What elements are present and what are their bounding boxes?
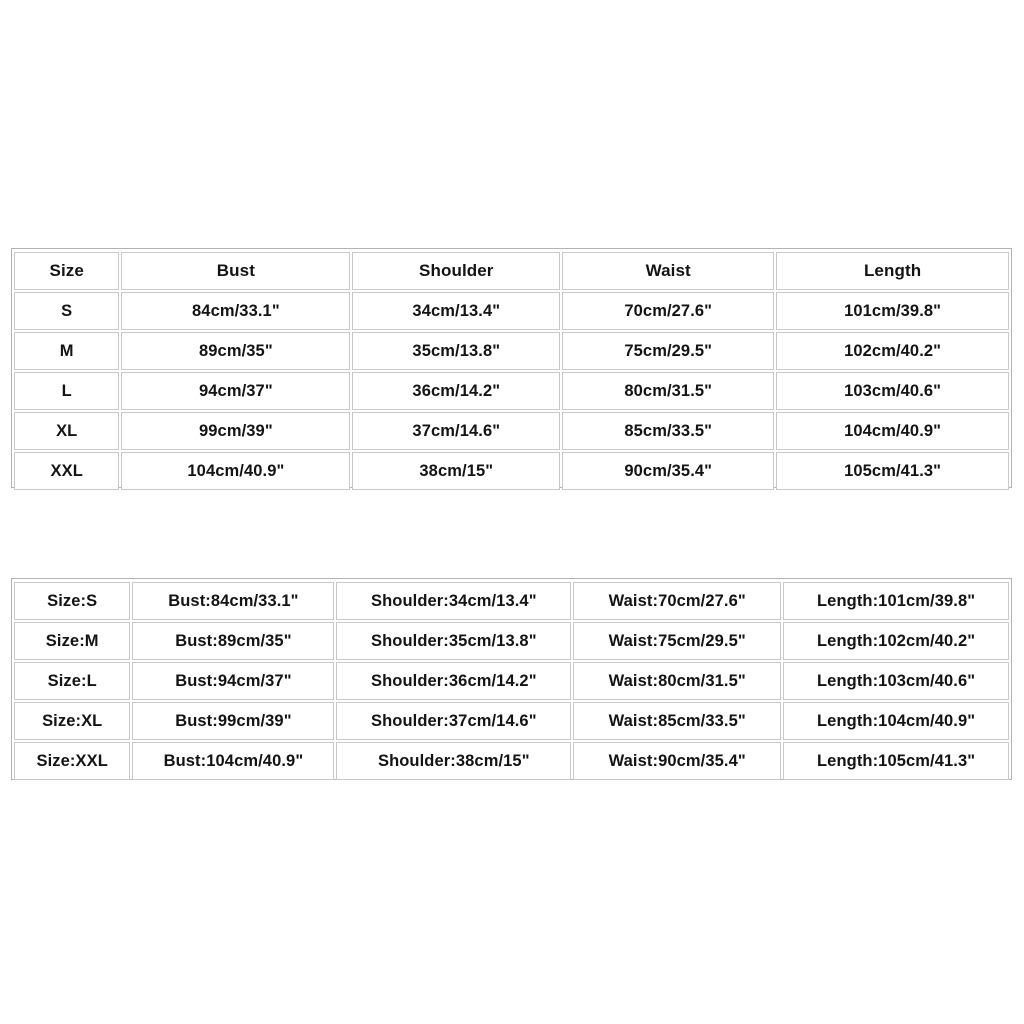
cell-waist: 70cm/27.6" xyxy=(562,292,775,330)
cell-length: Length:103cm/40.6" xyxy=(783,662,1010,700)
table-row: S 84cm/33.1" 34cm/13.4" 70cm/27.6" 101cm… xyxy=(14,291,1009,331)
table-row: M 89cm/35" 35cm/13.8" 75cm/29.5" 102cm/4… xyxy=(14,331,1009,371)
cell-shoulder: Shoulder:35cm/13.8" xyxy=(336,622,572,660)
cell-size: M xyxy=(14,332,120,370)
cell-length: Length:104cm/40.9" xyxy=(783,702,1010,740)
cell-size: L xyxy=(14,372,120,410)
size-chart-table-columnar: Size Bust Shoulder Waist Length S 84cm/3… xyxy=(11,248,1012,491)
cell-shoulder: 34cm/13.4" xyxy=(352,292,561,330)
cell-size: Size:XL xyxy=(14,702,131,740)
cell-bust: Bust:99cm/39" xyxy=(132,702,335,740)
cell-length: 104cm/40.9" xyxy=(776,412,1009,450)
table-row: Size:L Bust:94cm/37" Shoulder:36cm/14.2"… xyxy=(14,661,1010,701)
cell-waist: Waist:75cm/29.5" xyxy=(573,622,782,660)
column-header-size: Size xyxy=(14,252,120,290)
cell-bust: 89cm/35" xyxy=(121,332,351,370)
cell-shoulder: 37cm/14.6" xyxy=(352,412,561,450)
cell-bust: Bust:94cm/37" xyxy=(132,662,335,700)
cell-size: XXL xyxy=(14,452,120,490)
table-row: L 94cm/37" 36cm/14.2" 80cm/31.5" 103cm/4… xyxy=(14,371,1009,411)
cell-length: 105cm/41.3" xyxy=(776,452,1009,490)
cell-length: 101cm/39.8" xyxy=(776,292,1009,330)
column-header-shoulder: Shoulder xyxy=(352,252,561,290)
cell-waist: 80cm/31.5" xyxy=(562,372,775,410)
cell-shoulder: Shoulder:38cm/15" xyxy=(336,742,572,780)
cell-length: 103cm/40.6" xyxy=(776,372,1009,410)
cell-waist: 90cm/35.4" xyxy=(562,452,775,490)
cell-length: Length:101cm/39.8" xyxy=(783,582,1010,620)
cell-size: Size:XXL xyxy=(14,742,131,780)
table-row: Size:M Bust:89cm/35" Shoulder:35cm/13.8"… xyxy=(14,621,1010,661)
column-header-bust: Bust xyxy=(121,252,351,290)
cell-size: Size:S xyxy=(14,582,131,620)
cell-bust: 104cm/40.9" xyxy=(121,452,351,490)
cell-bust: Bust:104cm/40.9" xyxy=(132,742,335,780)
column-header-length: Length xyxy=(776,252,1009,290)
cell-shoulder: Shoulder:37cm/14.6" xyxy=(336,702,572,740)
cell-bust: 99cm/39" xyxy=(121,412,351,450)
cell-shoulder: 35cm/13.8" xyxy=(352,332,561,370)
cell-size: XL xyxy=(14,412,120,450)
cell-size: Size:M xyxy=(14,622,131,660)
cell-shoulder: Shoulder:34cm/13.4" xyxy=(336,582,572,620)
cell-waist: Waist:85cm/33.5" xyxy=(573,702,782,740)
cell-length: 102cm/40.2" xyxy=(776,332,1009,370)
cell-length: Length:105cm/41.3" xyxy=(783,742,1010,780)
column-header-waist: Waist xyxy=(562,252,775,290)
cell-waist: 85cm/33.5" xyxy=(562,412,775,450)
table-header-row: Size Bust Shoulder Waist Length xyxy=(14,251,1009,291)
size-chart-table-labeled: Size:S Bust:84cm/33.1" Shoulder:34cm/13.… xyxy=(11,578,1012,780)
cell-shoulder: Shoulder:36cm/14.2" xyxy=(336,662,572,700)
cell-shoulder: 36cm/14.2" xyxy=(352,372,561,410)
cell-bust: 84cm/33.1" xyxy=(121,292,351,330)
cell-waist: Waist:70cm/27.6" xyxy=(573,582,782,620)
cell-size: S xyxy=(14,292,120,330)
cell-bust: Bust:84cm/33.1" xyxy=(132,582,335,620)
table-row: Size:XL Bust:99cm/39" Shoulder:37cm/14.6… xyxy=(14,701,1010,741)
table-row: Size:S Bust:84cm/33.1" Shoulder:34cm/13.… xyxy=(14,581,1010,621)
cell-waist: Waist:90cm/35.4" xyxy=(573,742,782,780)
cell-waist: Waist:80cm/31.5" xyxy=(573,662,782,700)
cell-size: Size:L xyxy=(14,662,131,700)
cell-length: Length:102cm/40.2" xyxy=(783,622,1010,660)
cell-shoulder: 38cm/15" xyxy=(352,452,561,490)
cell-bust: 94cm/37" xyxy=(121,372,351,410)
table-row: XL 99cm/39" 37cm/14.6" 85cm/33.5" 104cm/… xyxy=(14,411,1009,451)
table-row: Size:XXL Bust:104cm/40.9" Shoulder:38cm/… xyxy=(14,741,1010,781)
table-row: XXL 104cm/40.9" 38cm/15" 90cm/35.4" 105c… xyxy=(14,451,1009,491)
cell-waist: 75cm/29.5" xyxy=(562,332,775,370)
cell-bust: Bust:89cm/35" xyxy=(132,622,335,660)
